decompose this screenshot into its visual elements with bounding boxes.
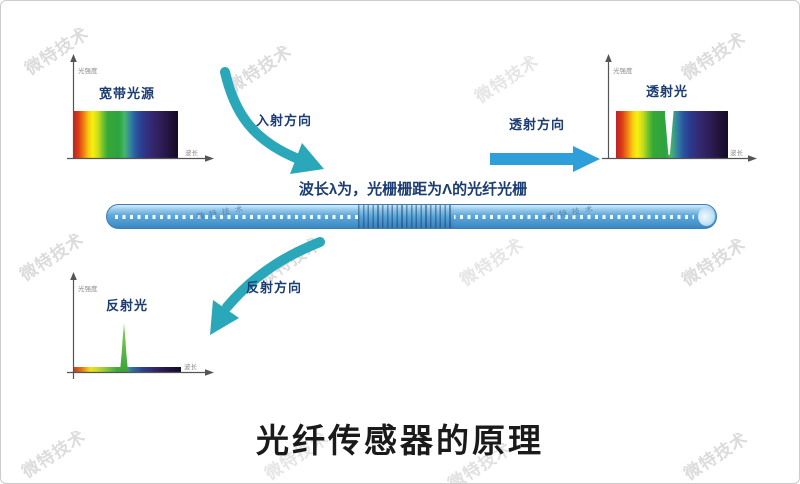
reflected-chart-title: 反射光 — [106, 298, 149, 313]
optical-fiber — [106, 204, 717, 229]
x-axis-label: 波长 — [185, 148, 199, 157]
incident-direction-label: 入射方向 — [256, 113, 313, 128]
reflected-peak — [119, 323, 129, 373]
x-axis-label: 波长 — [184, 362, 198, 371]
watermark-text: 微特技术 — [16, 229, 88, 285]
y-axis-arrow-icon — [70, 54, 77, 62]
y-axis-label: 光强度 — [613, 66, 633, 75]
broadband-spectrum — [73, 111, 178, 158]
watermark-text: 微特技术 — [224, 41, 296, 97]
transmitted-spectrum — [616, 111, 728, 158]
y-axis-label: 光强度 — [78, 284, 98, 293]
x-axis-arrow-icon — [748, 155, 757, 162]
reflected-direction-label: 反射方向 — [246, 280, 303, 295]
fiber-grating-caption: 波长λ为，光栅栅距为Λ的光纤光栅 — [298, 181, 528, 198]
watermark-text: 微特技术 — [678, 234, 750, 290]
transmitted-arrow-icon — [490, 146, 600, 172]
reflected-chart-axes: 光强度 波长 — [67, 272, 214, 379]
watermark-text: 微特技术 — [471, 51, 543, 107]
watermark-text: 微特技术 — [456, 234, 528, 290]
fiber-bragg-grating — [358, 205, 454, 228]
bragg-notch — [664, 111, 674, 155]
reflected-arrow-head — [210, 300, 239, 335]
transmitted-direction-label: 透射方向 — [509, 117, 566, 132]
x-axis-arrow-icon — [205, 155, 214, 162]
source-chart-title: 宽带光源 — [99, 86, 156, 101]
incident-arrow-head — [290, 143, 324, 174]
y-axis-label: 光强度 — [78, 66, 98, 75]
watermark-text: 微特技术 — [678, 28, 750, 84]
page-title: 光纤传感器的原理 — [256, 422, 544, 459]
fiber-end-cap — [698, 207, 715, 226]
y-axis-arrow-icon — [605, 54, 612, 62]
y-axis-arrow-icon — [70, 272, 77, 280]
x-axis-label: 波长 — [730, 148, 744, 157]
watermark-text: 微特技术 — [21, 23, 93, 79]
transmitted-chart-title: 透射光 — [646, 84, 689, 99]
transmitted-arrow-head — [573, 146, 600, 172]
x-axis-arrow-icon — [205, 369, 214, 376]
